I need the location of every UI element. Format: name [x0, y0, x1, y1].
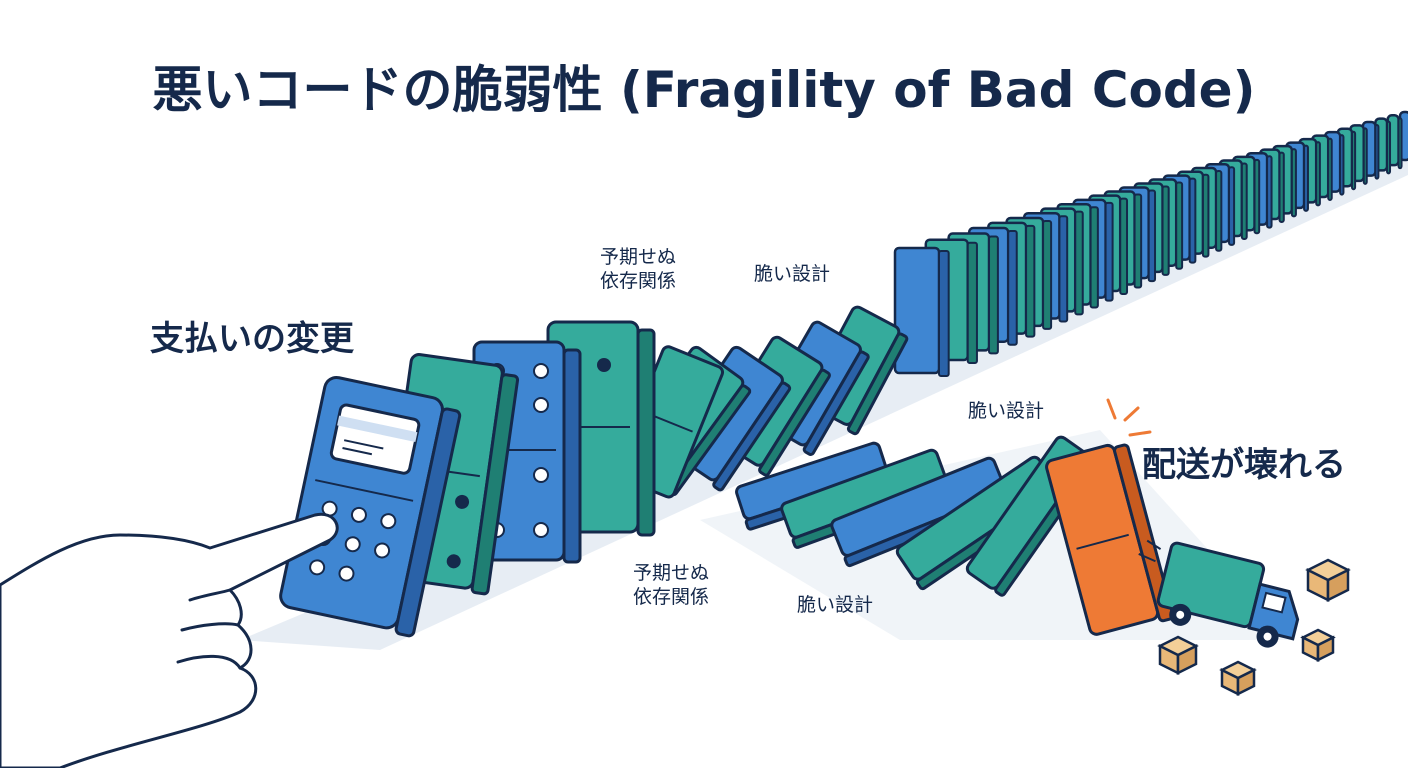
cardboard-box-icon — [1300, 628, 1336, 663]
label-shipping-broken: 配送が壊れる — [1142, 445, 1346, 485]
cardboard-box-icon — [1305, 558, 1351, 603]
label-line: 予期せぬ — [600, 246, 677, 268]
label-unexpected-deps-top: 予期せぬ 依存関係 — [600, 246, 676, 294]
pointing-hand-icon — [0, 512, 339, 768]
cardboard-box-icon — [1219, 660, 1257, 697]
label-line: 依存関係 — [600, 269, 677, 292]
label-unexpected-deps-bottom: 予期せぬ 依存関係 — [633, 562, 709, 610]
cardboard-box-icon — [1157, 635, 1199, 676]
standing-domino — [893, 246, 950, 377]
payment-terminal-icon — [279, 375, 462, 638]
standing-domino-row — [893, 110, 1408, 377]
delivery-truck-icon — [1138, 539, 1300, 648]
orange-domino — [1045, 443, 1175, 636]
label-line: 予期せぬ — [633, 562, 710, 584]
label-fragile-design-bottom: 脆い設計 — [797, 594, 874, 616]
impact-burst-icon — [1106, 398, 1152, 437]
label-payment-change: 支払いの変更 — [150, 319, 354, 359]
label-line: 依存関係 — [633, 585, 710, 608]
page-title: 悪いコードの脆弱性 (Fragility of Bad Code) — [152, 61, 1256, 119]
label-fragile-design-top: 脆い設計 — [754, 263, 831, 285]
label-fragile-design-mid: 脆い設計 — [968, 400, 1045, 422]
box-cluster — [1157, 558, 1351, 697]
